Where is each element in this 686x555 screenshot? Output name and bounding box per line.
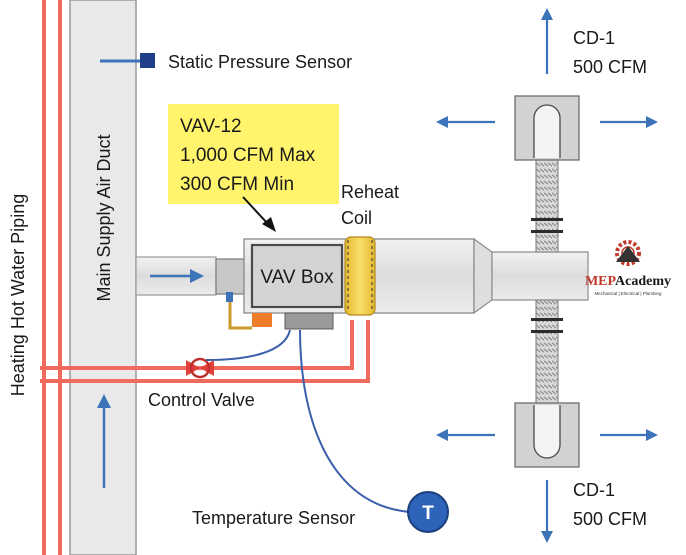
vav-callout-min: 300 CFM Min	[180, 174, 294, 195]
vav-callout-box	[168, 104, 339, 204]
vav-callout-tag: VAV-12	[180, 116, 242, 137]
logo-gear-icon	[615, 240, 641, 266]
static-pressure-sensor-label: Static Pressure Sensor	[168, 52, 352, 72]
callout-leader-arrow-icon	[242, 196, 276, 232]
mep-academy-logo: MEPAcademy Mechanical | Electrical | Plu…	[585, 240, 671, 296]
diffuser-upper-name: CD-1	[573, 28, 615, 48]
discharge-plenum	[491, 251, 589, 301]
logo-wordmark: MEPAcademy	[585, 274, 671, 289]
flex-duct-upper	[531, 159, 563, 253]
logo-tagline: Mechanical | Electrical | Plumbing	[594, 291, 662, 296]
damper-actuator	[226, 292, 272, 330]
temperature-sensor-wire	[299, 329, 411, 513]
static-pressure-sensor-square-sensor-icon	[100, 53, 155, 68]
flex-duct-lower	[531, 299, 563, 407]
inlet-flow-arrow-icon	[150, 269, 204, 283]
ceiling-diffuser-lower	[514, 402, 580, 468]
control-valve-label: Control Valve	[148, 390, 255, 410]
diffuser-throw-arrows	[436, 8, 658, 543]
reheat-coil-label-line1: Reheat	[341, 182, 399, 202]
ceiling-diffuser-upper	[514, 95, 580, 161]
duct-transition	[473, 237, 493, 315]
vav-callout-max: 1,000 CFM Max	[180, 145, 316, 166]
diffuser-lower-name: CD-1	[573, 480, 615, 500]
temperature-sensor-circle-t-icon: T	[407, 491, 449, 533]
thermostat-symbol: T	[422, 503, 434, 524]
diffuser-lower-flow: 500 CFM	[573, 509, 647, 529]
hot-water-branch-piping	[40, 320, 370, 383]
heating-hot-water-piping	[42, 0, 62, 555]
temperature-sensor-label: Temperature Sensor	[192, 508, 355, 528]
reheat-coil-label-line2: Coil	[341, 208, 372, 228]
vav-controller	[284, 312, 334, 330]
vav-box-label: VAV Box	[260, 267, 334, 288]
reheat-coil	[344, 236, 376, 316]
main-duct-flow-arrow-icon	[97, 394, 111, 488]
main-supply-air-duct-label: Main Supply Air Duct	[94, 134, 114, 301]
control-valve-gate-valve-icon	[186, 357, 214, 379]
heating-hot-water-piping-label: Heating Hot Water Piping	[8, 194, 28, 396]
damper-collar	[215, 258, 245, 295]
vav-box	[250, 243, 344, 309]
diffuser-upper-flow: 500 CFM	[573, 57, 647, 77]
valve-control-wire	[205, 329, 291, 361]
